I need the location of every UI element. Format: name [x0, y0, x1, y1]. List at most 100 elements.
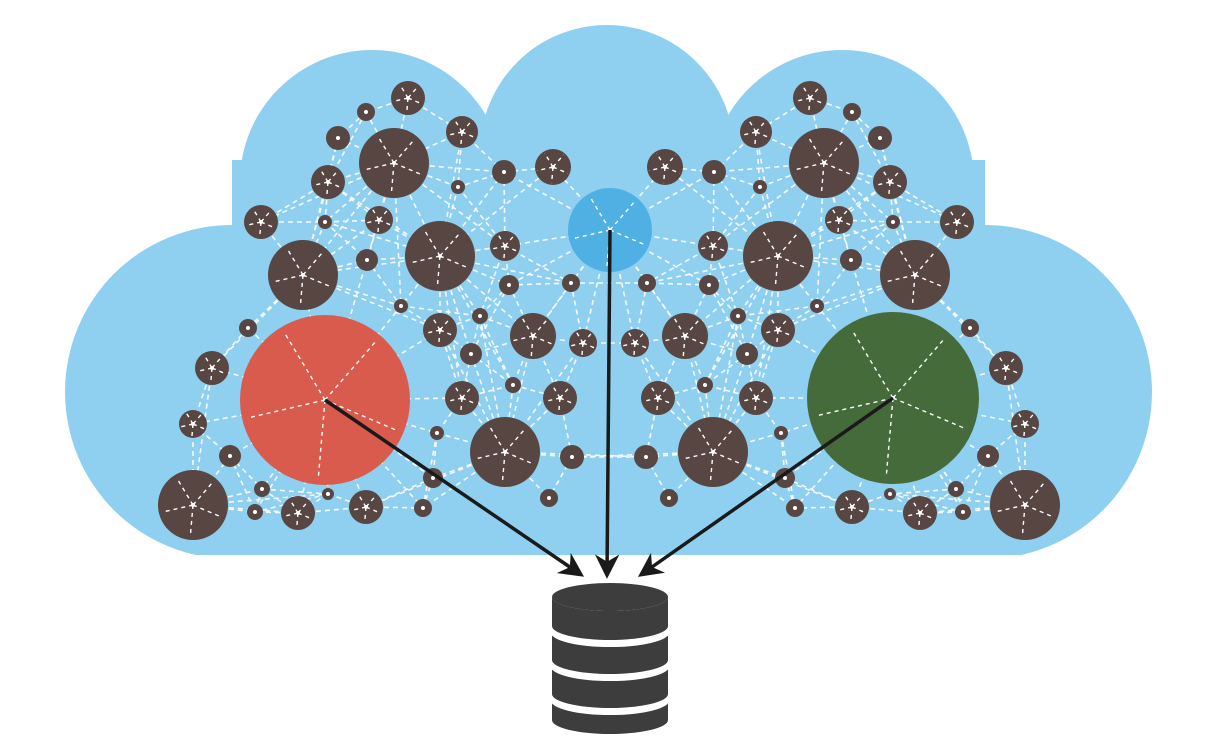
node-spoke	[504, 427, 527, 453]
node-spoke	[512, 335, 534, 342]
node-spoke	[709, 451, 714, 484]
node-spoke	[196, 367, 213, 373]
node-center	[808, 96, 812, 100]
connection-line	[755, 131, 779, 257]
node-spoke	[712, 235, 723, 247]
node-center	[776, 254, 780, 258]
node-spoke	[838, 210, 848, 221]
node-spoke	[755, 131, 770, 139]
node-spoke	[820, 162, 825, 195]
connection-line	[439, 255, 463, 399]
node-spoke	[837, 219, 840, 233]
node-center	[891, 220, 895, 224]
node-center	[1004, 366, 1008, 370]
connection-line	[479, 315, 514, 386]
node-center	[503, 450, 507, 454]
node-spoke	[211, 367, 227, 375]
node-center	[392, 161, 396, 165]
node-center	[253, 510, 257, 514]
data-flow-arrows	[324, 229, 895, 579]
connection-line	[436, 397, 463, 434]
connection-line	[302, 181, 329, 276]
node-center	[968, 326, 972, 330]
node-center	[779, 431, 783, 435]
connection-line	[508, 282, 572, 286]
connection-line	[457, 171, 505, 188]
node-spoke	[889, 169, 901, 183]
node-spoke	[801, 84, 811, 99]
node-spoke	[439, 317, 451, 331]
node-spoke	[325, 181, 329, 198]
node-center	[365, 258, 369, 262]
node-spoke	[851, 506, 867, 514]
node-spoke	[191, 423, 194, 437]
node-spoke	[407, 85, 419, 99]
node-spoke	[260, 209, 272, 223]
node-spoke	[461, 131, 476, 139]
connection-line	[737, 315, 748, 355]
node-spoke	[1005, 367, 1021, 375]
node-spoke	[836, 506, 853, 512]
node-spoke	[634, 342, 647, 349]
node-spoke	[289, 499, 299, 514]
connection-line	[324, 162, 395, 223]
connection-line	[755, 397, 782, 434]
node-spoke	[941, 221, 958, 227]
node-center	[456, 185, 460, 189]
node-spoke	[532, 335, 553, 345]
node-spoke	[1024, 414, 1034, 425]
arrow-green-to-database	[637, 396, 895, 577]
node-spoke	[994, 504, 1026, 513]
connection-line	[777, 274, 916, 331]
node-spoke	[919, 500, 931, 514]
node-spoke	[424, 329, 441, 335]
node-spoke	[453, 119, 463, 133]
connection-line	[889, 488, 957, 495]
node-spoke	[794, 97, 811, 103]
connection-line	[919, 511, 964, 514]
node-spoke	[889, 181, 905, 189]
connection-line	[889, 181, 894, 223]
node-center	[878, 136, 882, 140]
connection-line	[704, 315, 739, 386]
node-spoke	[409, 255, 441, 264]
connection-line	[838, 219, 916, 276]
connection-line	[712, 171, 715, 247]
node-center	[961, 510, 965, 514]
node-spoke	[741, 131, 757, 136]
node-center	[323, 220, 327, 224]
connection-line	[366, 219, 380, 261]
node-spoke	[793, 162, 825, 171]
node-spoke	[405, 97, 409, 114]
node-spoke	[327, 169, 339, 183]
node-center	[460, 130, 464, 134]
node-spoke	[377, 219, 380, 233]
node-spoke	[919, 512, 935, 520]
node-spoke	[664, 335, 686, 342]
connection-line	[634, 282, 648, 344]
connection-line	[400, 305, 481, 317]
node-spoke	[363, 506, 367, 523]
node-spoke	[1005, 355, 1017, 369]
node-spoke	[530, 335, 534, 357]
connection-line	[439, 255, 472, 355]
connection-line	[784, 477, 853, 508]
node-spoke	[312, 181, 329, 187]
node-spoke	[431, 316, 441, 331]
node-spoke	[627, 331, 636, 344]
node-center	[558, 396, 562, 400]
node-center	[399, 304, 403, 308]
node-spoke	[392, 97, 409, 103]
database-separator	[550, 698, 670, 715]
node-spoke	[609, 200, 636, 231]
node-spoke	[319, 168, 329, 183]
node-spoke	[956, 221, 972, 229]
connection-line	[708, 284, 739, 317]
database-icon	[550, 583, 670, 734]
node-spoke	[662, 166, 666, 184]
node-spoke	[914, 274, 945, 288]
node-spoke	[948, 208, 958, 223]
connection-line	[708, 245, 714, 286]
node-center	[547, 496, 551, 500]
node-spoke	[461, 120, 472, 133]
